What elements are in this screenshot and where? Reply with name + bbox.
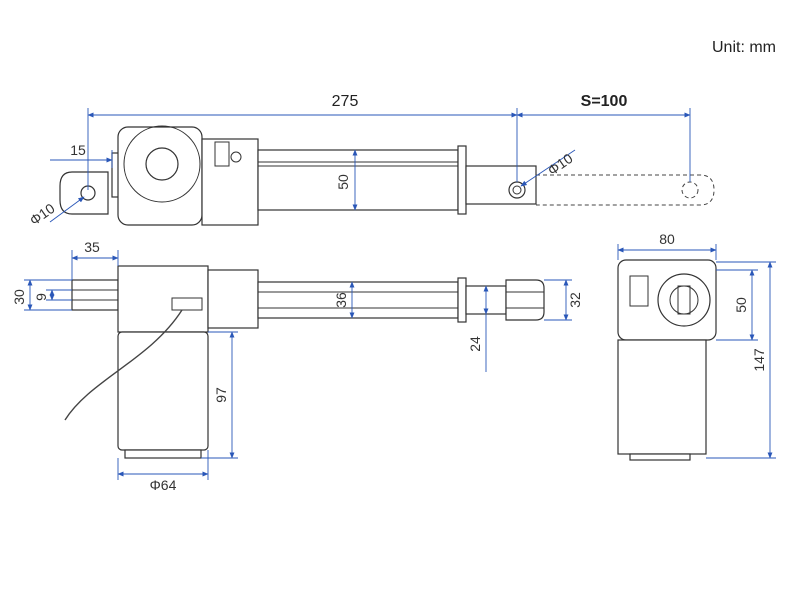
end-view-cap xyxy=(629,453,691,461)
gear-hub xyxy=(145,147,179,181)
gearbox-detail xyxy=(214,141,230,167)
gear-housing-front xyxy=(207,269,259,329)
screw-head xyxy=(230,151,242,163)
dim-motor-width-top: 35 xyxy=(84,239,100,255)
dimension-lines xyxy=(24,108,776,480)
dim-motor-offset: 15 xyxy=(70,142,86,158)
dim-rear-clevis-height: 30 xyxy=(11,289,27,305)
end-view-tab xyxy=(629,275,649,307)
outer-tube-front xyxy=(257,281,459,319)
dim-end-view-width: 80 xyxy=(659,231,675,247)
gearbox-front xyxy=(117,265,209,333)
dim-end-view-total: 147 xyxy=(751,348,767,372)
motor-end-cap xyxy=(124,449,202,459)
dim-total-length: 275 xyxy=(332,93,359,110)
end-view-slot xyxy=(677,285,691,315)
dim-rear-hole: Φ10 xyxy=(27,200,58,229)
tube-end-cap xyxy=(457,145,467,215)
unit-label: Unit: mm xyxy=(712,39,776,56)
dim-motor-diameter: Φ64 xyxy=(150,477,177,493)
top-view xyxy=(59,125,715,226)
dim-end-view-head: 50 xyxy=(733,297,749,313)
tube-end-cap-front xyxy=(457,277,467,323)
rod-end-hole-inner xyxy=(512,185,522,195)
front-view xyxy=(64,265,545,459)
inner-rod-top xyxy=(465,165,537,205)
power-cable xyxy=(64,309,183,421)
dim-tube-width: 36 xyxy=(333,292,349,308)
extended-hole xyxy=(681,181,699,199)
dim-rear-clevis-slot: 9 xyxy=(33,293,49,301)
rear-clevis-front xyxy=(71,279,119,311)
extended-rod-outline xyxy=(536,174,715,206)
dim-tube-height: 50 xyxy=(335,174,351,190)
gearbox-block xyxy=(201,138,259,226)
dim-front-hole: Φ10 xyxy=(545,150,576,179)
gear-cover-circle xyxy=(123,125,201,203)
dim-front-clevis-width: 32 xyxy=(567,292,583,308)
dim-motor-length: 97 xyxy=(213,387,229,403)
front-clevis-front xyxy=(505,279,545,321)
motor-body-front xyxy=(117,331,209,451)
end-view-motor xyxy=(617,339,707,455)
outer-tube-top xyxy=(257,149,459,211)
dim-stroke: S=100 xyxy=(581,93,628,110)
connector xyxy=(171,297,203,311)
end-view xyxy=(617,259,717,461)
dim-rod-diameter: 24 xyxy=(467,336,483,352)
end-view-gear xyxy=(657,273,711,327)
